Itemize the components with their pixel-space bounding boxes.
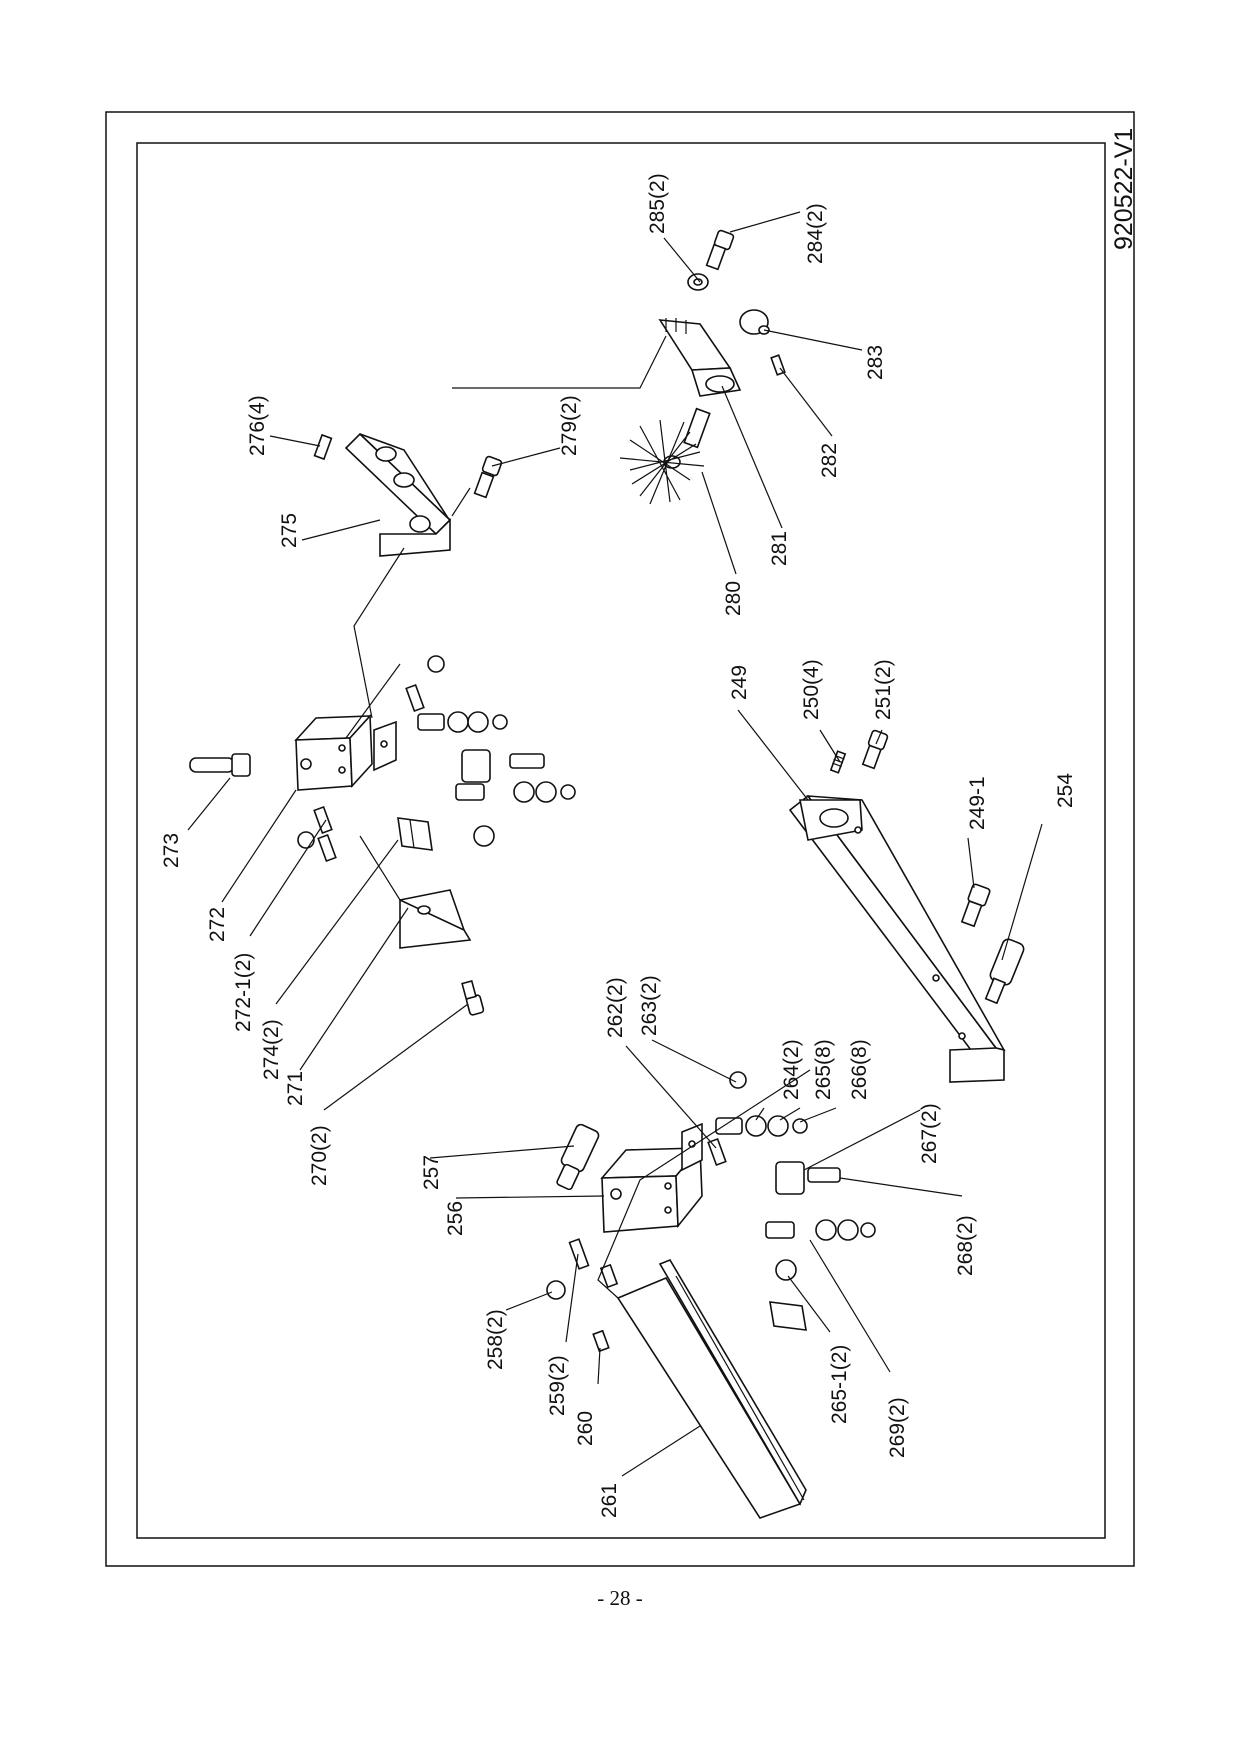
part-250-screw [829,750,847,774]
label-266: 266(8) [848,1039,871,1100]
page-number: - 28 - [597,1586,643,1610]
label-257: 257 [420,1155,443,1190]
label-263: 263(2) [638,975,661,1036]
part-261-rail [616,1259,807,1519]
part-256-fittings [599,1071,876,1331]
part-254-fitting [984,938,1025,1005]
label-268: 268(2) [954,1215,977,1276]
part-257-fitting [556,1123,600,1191]
label-254: 254 [1054,773,1077,808]
part-275-block [344,432,452,557]
label-273: 273 [160,833,183,868]
inner-frame [136,142,1106,1539]
part-279-screw [473,455,503,499]
part-251-screw [861,729,889,770]
label-258: 258(2) [484,1309,507,1370]
label-250: 250(4) [800,659,823,720]
part-285-washer [687,273,709,291]
part-256-block [600,1122,703,1233]
label-251: 251(2) [872,659,895,720]
label-265: 265(8) [812,1039,835,1100]
part-284-screw [705,229,735,271]
label-272: 272 [206,907,229,942]
part-249-1-screw [960,883,991,928]
part-276-screw [313,433,333,461]
label-269: 269(2) [886,1397,909,1458]
outer-frame [105,111,1135,1567]
label-264: 264(2) [780,1039,803,1100]
label-285: 285(2) [646,173,669,234]
leader-lines [187,211,1043,1477]
label-259: 259(2) [546,1355,569,1416]
drawing-number: 920522-V1 [1110,128,1138,250]
label-249: 249 [728,665,751,700]
label-274: 274(2) [260,1019,283,1080]
part-280-brush [619,407,711,505]
label-267: 267(2) [918,1103,941,1164]
label-276: 276(4) [246,395,269,456]
label-249-1: 249-1 [966,776,989,830]
part-272-block [294,714,397,791]
label-284: 284(2) [804,203,827,264]
label-275: 275 [278,513,301,548]
part-270-screw [461,979,485,1016]
label-261: 261 [598,1483,621,1518]
part-271-bracket [398,889,472,949]
part-272-fittings [405,655,576,847]
label-281: 281 [768,531,791,566]
label-256: 256 [444,1201,467,1236]
part-260-screw [592,1329,610,1353]
part-labels: 249 249-1 250(4) 251(2) 254 256 257 258(… [160,128,1138,1518]
label-283: 283 [864,345,887,380]
label-262: 262(2) [604,977,627,1038]
label-265-1: 265-1(2) [828,1345,851,1424]
part-273-fitting [189,753,251,777]
part-249-bar [788,794,1006,1083]
label-260: 260 [574,1411,597,1446]
label-272-1: 272-1(2) [232,953,255,1032]
label-282: 282 [818,443,841,478]
part-258-nut [546,1280,566,1300]
part-274-key [397,817,433,851]
part-281-bracket [658,318,742,397]
part-259-screw [568,1238,590,1270]
label-279: 279(2) [558,395,581,456]
label-280: 280 [722,581,745,616]
label-271: 271 [284,1071,307,1106]
label-270: 270(2) [308,1125,331,1186]
